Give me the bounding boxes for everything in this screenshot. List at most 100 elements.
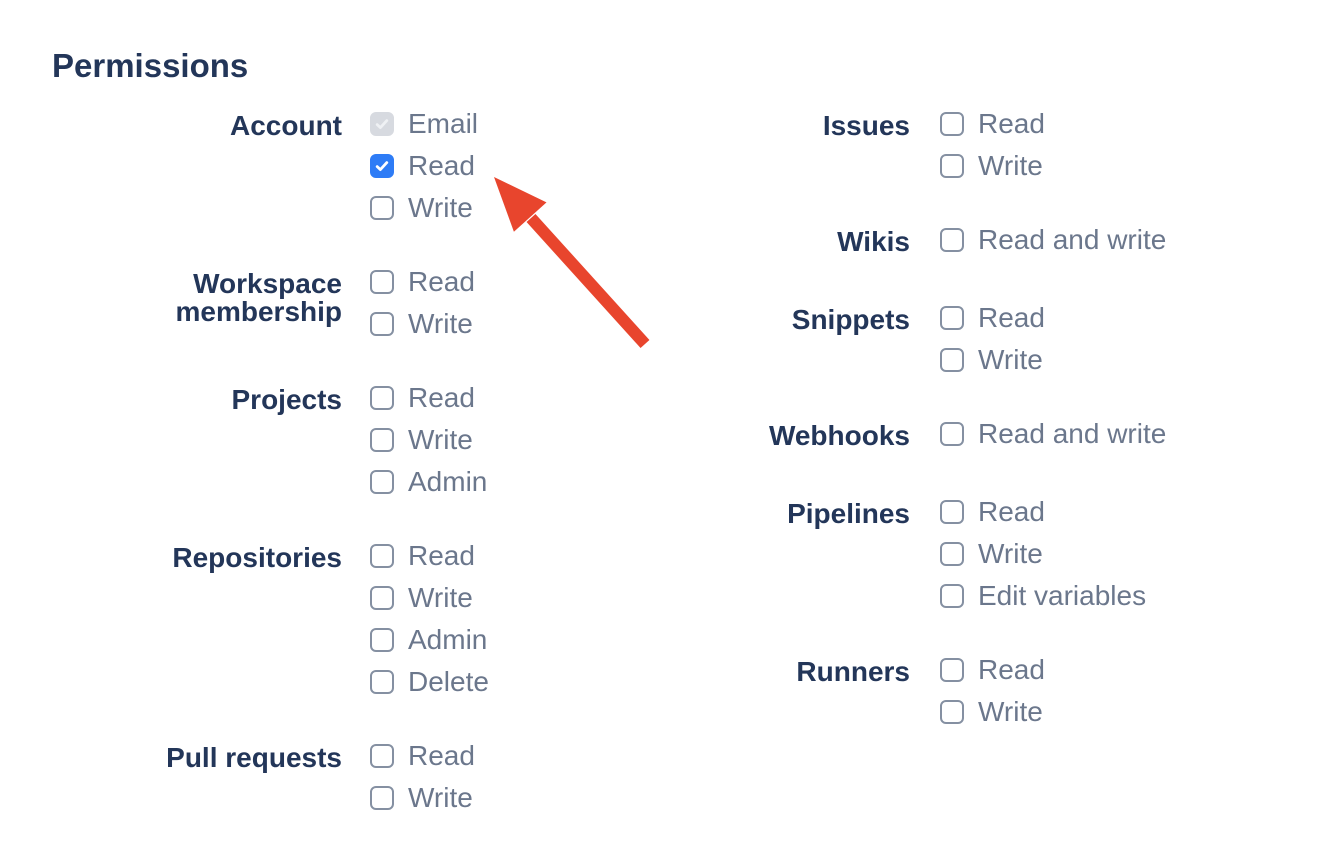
option-repositories-admin[interactable]: Admin xyxy=(370,626,489,654)
option-workspace-membership-read[interactable]: Read xyxy=(370,266,475,297)
group-label-wikis: Wikis xyxy=(837,226,910,257)
option-projects-write[interactable]: Write xyxy=(370,424,487,455)
checkbox-pull-requests-read[interactable] xyxy=(370,744,394,768)
checkbox-label: Read xyxy=(408,740,475,771)
option-projects-read[interactable]: Read xyxy=(370,382,487,413)
group-label-projects: Projects xyxy=(231,384,343,415)
option-repositories-delete[interactable]: Delete xyxy=(370,668,489,696)
permission-group-webhooks: Webhooks Read and write xyxy=(660,420,1166,451)
checkbox-webhooks-read-and-write[interactable] xyxy=(940,422,964,446)
checkbox-workspace-membership-read[interactable] xyxy=(370,270,394,294)
group-label-webhooks: Webhooks xyxy=(768,420,910,451)
checkbox-label: Write xyxy=(978,538,1043,569)
option-pipelines-write[interactable]: Write xyxy=(940,538,1146,569)
permission-group-workspace-membership: Workspace membership Read Write xyxy=(52,266,489,339)
option-runners-write[interactable]: Write xyxy=(940,696,1045,727)
option-wikis-read-and-write[interactable]: Read and write xyxy=(940,224,1167,255)
option-repositories-read[interactable]: Read xyxy=(370,540,489,571)
checkbox-label: Email xyxy=(408,108,479,139)
checkbox-runners-write[interactable] xyxy=(940,700,964,724)
check-icon xyxy=(375,161,389,171)
checkbox-snippets-read[interactable] xyxy=(940,306,964,330)
checkbox-pipelines-read[interactable] xyxy=(940,500,964,524)
group-label-snippets: Snippets xyxy=(791,304,910,335)
checkbox-label: Write xyxy=(408,424,473,455)
checkbox-label: Read xyxy=(408,150,475,181)
checkbox-issues-write[interactable] xyxy=(940,154,964,178)
checkbox-label: Admin xyxy=(408,466,488,497)
checkbox-label: Read xyxy=(408,382,475,413)
checkbox-pipelines-edit-variables[interactable] xyxy=(940,584,964,608)
permission-group-wikis: Wikis Read and write xyxy=(660,224,1167,257)
checkbox-projects-admin[interactable] xyxy=(370,470,394,494)
checkbox-label: Read xyxy=(408,266,475,297)
option-issues-write[interactable]: Write xyxy=(940,150,1045,181)
group-label-account: Account xyxy=(230,110,342,141)
checkbox-label: Read and write xyxy=(978,224,1167,255)
workspace-membership-options: Read Write xyxy=(370,266,475,339)
permission-group-pull-requests: Pull requests Read Write xyxy=(52,740,489,813)
checkbox-wikis-read-and-write[interactable] xyxy=(940,228,964,252)
checkbox-label: Read xyxy=(978,654,1045,685)
permission-group-repositories: Repositories Read Write Admin Delete xyxy=(52,540,489,696)
option-issues-read[interactable]: Read xyxy=(940,108,1045,139)
checkbox-label: Write xyxy=(978,344,1043,375)
option-runners-read[interactable]: Read xyxy=(940,654,1045,685)
checkbox-label: Write xyxy=(978,150,1043,181)
permission-group-account: Account Email Read Write xyxy=(52,108,489,222)
permission-group-issues: Issues Read Write xyxy=(660,108,1166,181)
checkbox-workspace-membership-write[interactable] xyxy=(370,312,394,336)
option-account-write[interactable]: Write xyxy=(370,194,478,222)
option-account-email[interactable]: Email xyxy=(370,108,479,139)
permissions-column-right: Issues Read Write Wikis Read and write S… xyxy=(660,108,1167,727)
option-account-read[interactable]: Read xyxy=(370,150,478,181)
checkbox-label: Write xyxy=(408,308,473,339)
checkbox-label: Read xyxy=(978,108,1045,139)
checkbox-account-read[interactable] xyxy=(370,154,394,178)
group-label-issues: Issues xyxy=(822,110,910,141)
account-options: Email Read Write xyxy=(370,108,479,222)
checkbox-repositories-read[interactable] xyxy=(370,544,394,568)
option-pull-requests-write[interactable]: Write xyxy=(370,782,475,813)
option-projects-admin[interactable]: Admin xyxy=(370,466,488,497)
option-workspace-membership-write[interactable]: Write xyxy=(370,308,475,339)
checkbox-pipelines-write[interactable] xyxy=(940,542,964,566)
permission-group-snippets: Snippets Read Write xyxy=(660,304,1166,375)
projects-options: Read Write Admin xyxy=(370,382,488,497)
checkbox-pull-requests-write[interactable] xyxy=(370,786,394,810)
snippets-options: Read Write xyxy=(940,304,1045,375)
wikis-options: Read and write xyxy=(940,224,1167,255)
checkbox-repositories-write[interactable] xyxy=(370,586,394,610)
option-snippets-read[interactable]: Read xyxy=(940,304,1045,332)
checkbox-runners-read[interactable] xyxy=(940,658,964,682)
group-label-pipelines: Pipelines xyxy=(787,498,910,529)
option-pull-requests-read[interactable]: Read xyxy=(370,740,475,771)
checkbox-projects-read[interactable] xyxy=(370,386,394,410)
checkbox-account-email[interactable] xyxy=(370,112,394,136)
group-label-repositories: Repositories xyxy=(172,542,342,573)
checkbox-repositories-admin[interactable] xyxy=(370,628,394,652)
checkbox-label: Edit variables xyxy=(978,580,1147,611)
checkbox-label: Write xyxy=(978,696,1043,727)
group-label-workspace-membership: Workspace membership xyxy=(175,268,343,327)
checkbox-issues-read[interactable] xyxy=(940,112,964,136)
checkbox-label: Read xyxy=(978,496,1045,527)
group-label-pull-requests: Pull requests xyxy=(166,742,342,773)
option-repositories-write[interactable]: Write xyxy=(370,582,489,613)
checkbox-projects-write[interactable] xyxy=(370,428,394,452)
option-pipelines-read[interactable]: Read xyxy=(940,496,1146,527)
checkbox-label: Write xyxy=(408,582,473,613)
checkbox-snippets-write[interactable] xyxy=(940,348,964,372)
permission-group-projects: Projects Read Write Admin xyxy=(52,382,489,497)
permissions-column-left: Account Email Read Write Workspace membe… xyxy=(52,108,489,813)
checkbox-label: Write xyxy=(408,782,473,813)
group-label-runners: Runners xyxy=(796,656,910,687)
checkbox-label: Read xyxy=(408,540,475,571)
option-pipelines-edit-variables[interactable]: Edit variables xyxy=(940,580,1147,611)
option-webhooks-read-and-write[interactable]: Read and write xyxy=(940,420,1166,448)
checkbox-account-write[interactable] xyxy=(370,196,394,220)
permission-group-pipelines: Pipelines Read Write Edit variables xyxy=(660,496,1166,611)
repositories-options: Read Write Admin Delete xyxy=(370,540,489,696)
option-snippets-write[interactable]: Write xyxy=(940,344,1045,375)
checkbox-repositories-delete[interactable] xyxy=(370,670,394,694)
